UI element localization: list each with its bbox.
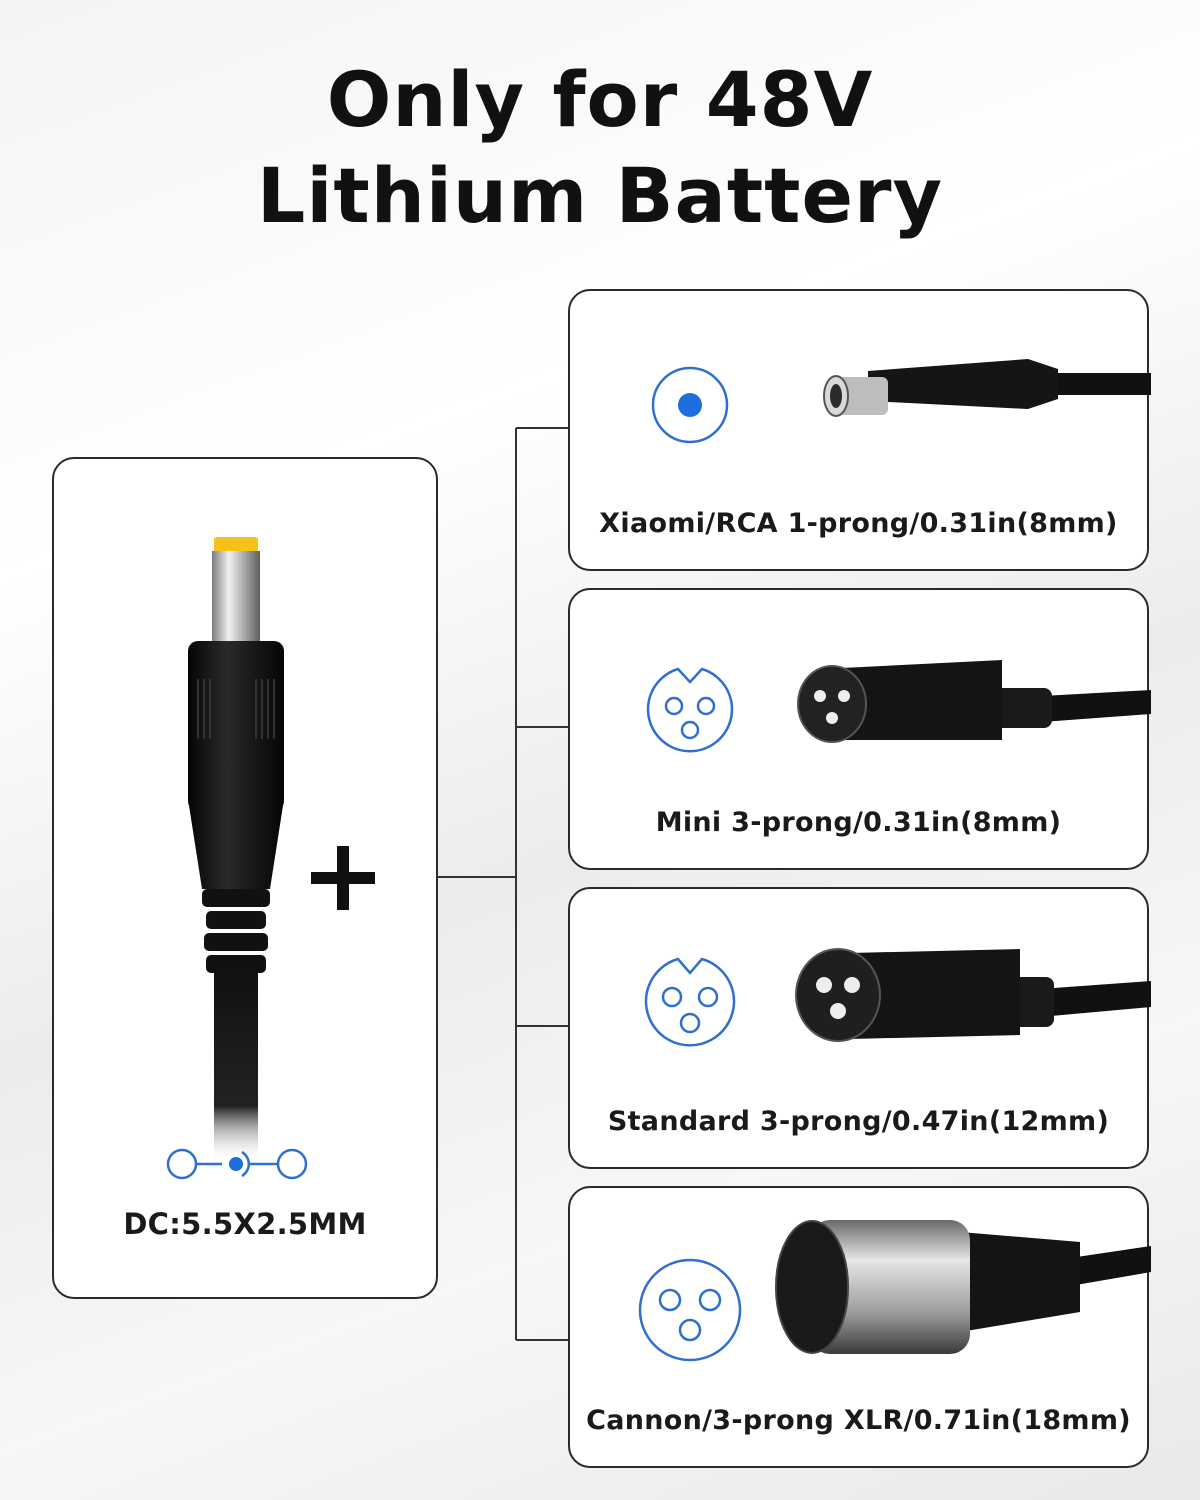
xlr-plug-icon bbox=[775, 1220, 1151, 1354]
mini-three-pin-icon bbox=[646, 667, 734, 753]
mini-3-prong-plug-icon bbox=[797, 660, 1151, 743]
standard-three-pin-icon bbox=[644, 957, 736, 1047]
plus-icon bbox=[311, 846, 375, 910]
xiaomi-plug-icon bbox=[823, 359, 1151, 417]
connector-card-xiaomi: Xiaomi/RCA 1-prong/0.31in(8mm) bbox=[568, 289, 1151, 571]
standard-3-prong-plug-icon bbox=[795, 948, 1151, 1042]
title-line-2: Lithium Battery bbox=[256, 151, 944, 240]
source-plug-panel: DC:5.5X2.5MM bbox=[52, 457, 438, 1299]
polarity-icon bbox=[166, 1148, 308, 1180]
connector-card-standard-3-prong: Standard 3-prong/0.47in(12mm) bbox=[568, 887, 1151, 1169]
barrel-plug-icon bbox=[188, 537, 284, 1163]
connector-label-mini-3-prong: Mini 3-prong/0.31in(8mm) bbox=[655, 807, 1062, 838]
connector-label-xiaomi: Xiaomi/RCA 1-prong/0.31in(8mm) bbox=[599, 508, 1118, 539]
connector-card-mini-3-prong: Mini 3-prong/0.31in(8mm) bbox=[568, 588, 1151, 870]
page-title: Only for 48V Lithium Battery bbox=[0, 52, 1200, 244]
connector-card-xlr: Cannon/3-prong XLR/0.71in(18mm) bbox=[568, 1186, 1151, 1468]
one-pin-icon bbox=[651, 366, 729, 444]
connector-label-xlr: Cannon/3-prong XLR/0.71in(18mm) bbox=[586, 1405, 1131, 1436]
xlr-three-pin-icon bbox=[638, 1258, 742, 1362]
connector-label-standard-3-prong: Standard 3-prong/0.47in(12mm) bbox=[607, 1106, 1110, 1137]
title-line-1: Only for 48V bbox=[326, 55, 874, 144]
source-plug-label: DC:5.5X2.5MM bbox=[123, 1207, 367, 1241]
